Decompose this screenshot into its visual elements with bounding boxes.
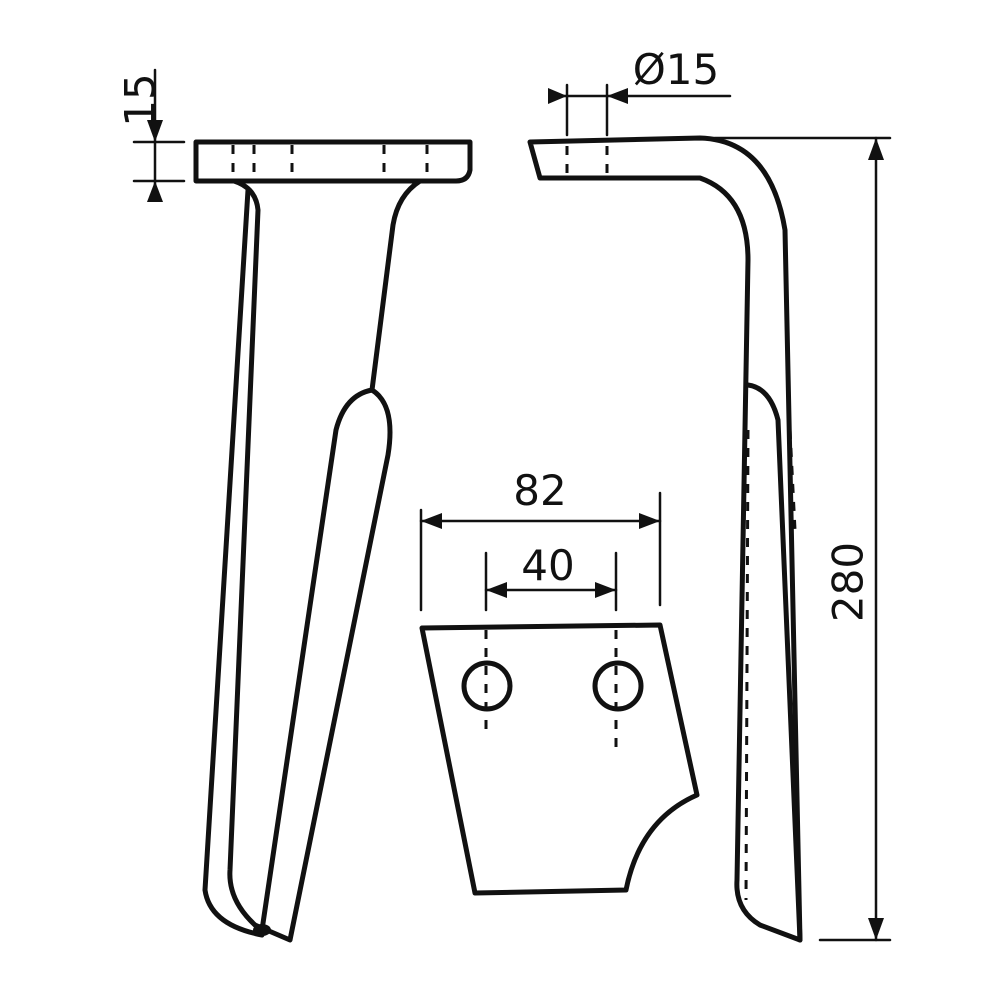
side-view — [527, 135, 803, 943]
front-blade-inner — [259, 387, 375, 933]
plate-outline — [419, 622, 700, 896]
plate-hole-right — [592, 660, 644, 712]
dimension-outer-width-label: 82 — [513, 466, 566, 515]
dimension-total-height: 280 — [713, 136, 892, 942]
dimension-hole-diameter-label: Ø15 — [633, 45, 720, 94]
front-shank-outline — [227, 178, 423, 943]
dimension-outer-width: 82 — [419, 466, 662, 612]
dimension-hole-diameter: Ø15 — [548, 45, 732, 137]
dimension-hole-spacing: 40 — [484, 541, 618, 612]
front-tip-weld — [253, 924, 271, 936]
front-blade-left-edge — [202, 187, 265, 938]
plate-view — [419, 622, 700, 896]
side-blade-cutting-edge — [745, 382, 803, 943]
front-flange-hidden-lines — [231, 145, 429, 180]
dimension-hole-spacing-label: 40 — [521, 541, 574, 590]
side-profile-outer — [527, 135, 803, 943]
front-flange — [193, 139, 473, 184]
dimension-total-height-label: 280 — [824, 542, 873, 622]
side-view-hidden-lines — [565, 146, 797, 901]
dimension-thickness-label: 15 — [116, 73, 165, 126]
dimension-thickness: 15 — [116, 68, 186, 202]
front-view — [193, 139, 473, 943]
